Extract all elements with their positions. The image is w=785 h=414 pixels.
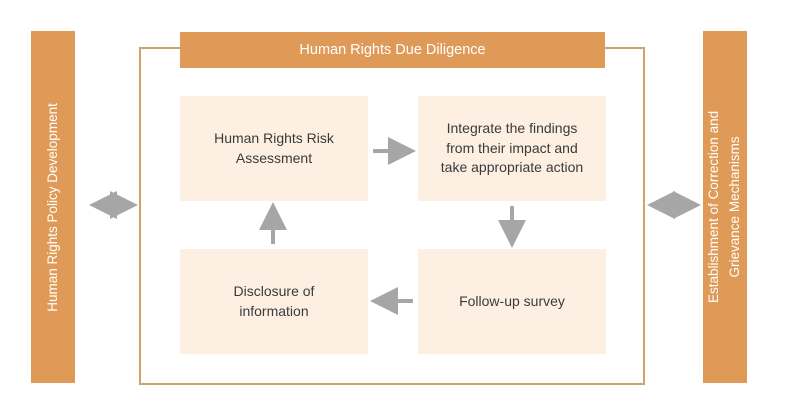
side-bar-right-label-line2: Grievance Mechanisms	[727, 136, 743, 278]
step-box-1-label-line2: Assessment	[235, 149, 313, 166]
step-box-integrate-findings[interactable]: Integrate the findings from their impact …	[418, 96, 606, 201]
step-box-2-label: Integrate the findings from their impact …	[441, 119, 583, 179]
side-bar-human-rights-policy-development[interactable]: Human Rights Policy Development	[31, 31, 75, 383]
step-box-1-label-line1: Human Rights Risk	[214, 129, 334, 146]
step-box-4-label: Follow-up survey	[459, 292, 565, 309]
side-bar-establishment-of-correction-and-grievance-mechanisms[interactable]: Establishment of Correction and Grievance…	[703, 31, 747, 383]
side-bar-left-label: Human Rights Policy Development	[44, 102, 60, 312]
step-box-2-label-line2: from their impact and	[446, 139, 578, 156]
side-bar-right-label-line1: Establishment of Correction and	[706, 110, 722, 304]
step-box-disclosure-of-information[interactable]: Disclosure of information	[180, 249, 368, 354]
due-diligence-banner-label: Human Rights Due Diligence	[299, 42, 486, 58]
due-diligence-banner[interactable]: Human Rights Due Diligence	[180, 32, 605, 68]
step-box-follow-up-survey[interactable]: Follow-up survey	[418, 249, 606, 354]
step-box-3-label-line2: information	[239, 302, 309, 319]
step-box-3-label-line1: Disclosure of	[233, 282, 315, 299]
step-box-2-label-line3: take appropriate action	[440, 159, 584, 176]
side-bar-right-label: Establishment of Correction and Grievance…	[704, 111, 746, 303]
step-box-3-label: Disclosure of information	[234, 282, 315, 322]
step-box-2-label-line1: Integrate the findings	[446, 119, 578, 136]
